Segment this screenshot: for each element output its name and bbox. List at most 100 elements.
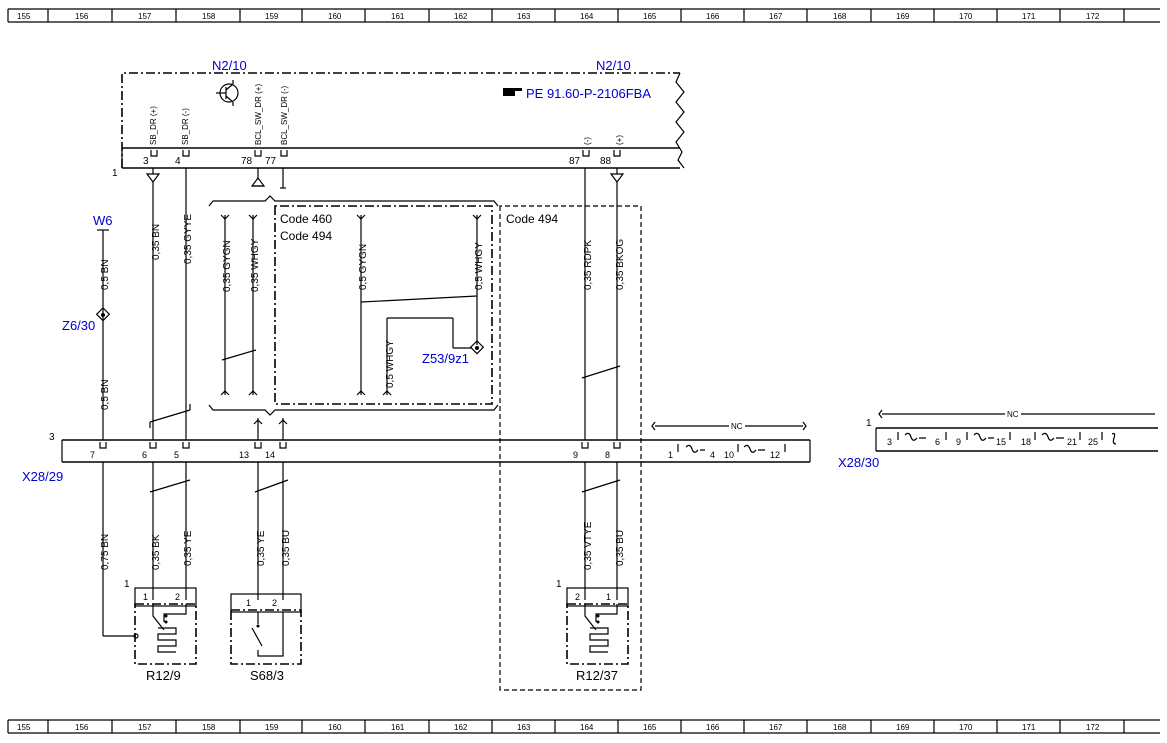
x28-30-pin: 25 [1088, 437, 1098, 447]
ruler-cell: 161 [391, 12, 405, 21]
ruler-cell: 168 [833, 723, 847, 732]
wire-l164: 0,35 VTYE [583, 521, 594, 570]
wire-159a: 0,35 GYGN [222, 240, 233, 292]
x28-30-pin: 3 [887, 437, 892, 447]
r12-9-pin1: 1 [143, 592, 148, 602]
ruler-cell: 169 [896, 723, 910, 732]
ruler-cell: 164 [580, 723, 594, 732]
ruler-bottom: 155 156 157 158 159 160 161 162 163 164 … [7, 719, 1160, 734]
ruler-cell: 161 [391, 723, 405, 732]
ruler-cell: 157 [138, 723, 152, 732]
r12-37-pin-left: 2 [575, 592, 580, 602]
x28-29-nc-pin: 12 [770, 450, 780, 460]
wire-l158: 0,35 YE [183, 530, 194, 566]
ruler-cell: 168 [833, 12, 847, 21]
signal-bcl-neg: BCL_SW_DR (-) [280, 86, 289, 145]
wire-159b: 0,35 WHGY [250, 238, 261, 292]
signal-arrows [145, 168, 625, 189]
code-460-box [274, 205, 493, 405]
x28-29-nc-pin: 10 [724, 450, 734, 460]
ruler-cell: 164 [580, 12, 594, 21]
pin-88: 88 [600, 156, 612, 167]
x28-29-pin: 9 [573, 450, 578, 460]
x28-29-nc-pin: 1 [668, 450, 673, 460]
r12-9-component: 1 1 2 R12/9 [124, 579, 197, 683]
switch-icon [251, 612, 284, 657]
x28-30-pin: 15 [996, 437, 1006, 447]
pin-77: 77 [265, 156, 277, 167]
ruler-cell: 171 [1022, 12, 1036, 21]
ruler-cell: 163 [517, 12, 531, 21]
transistor-icon [216, 80, 239, 106]
n2-10-module: N2/10 N2/10 1 PE 91.60-P-2106FBA SB_DR (… [112, 58, 685, 179]
s68-3-label: S68/3 [250, 668, 284, 683]
ruler-cell: 167 [769, 12, 783, 21]
r12-9-label: R12/9 [146, 668, 181, 683]
x28-30-connector: 1 NC X28/30 3 6 9 15 18 21 25 [838, 409, 1158, 470]
x28-29-pin: 13 [239, 450, 249, 460]
ruler-cell: 158 [202, 12, 216, 21]
ruler-cell: 162 [454, 723, 468, 732]
n2-10-reference: PE 91.60-P-2106FBA [526, 86, 651, 101]
pin-87: 87 [569, 156, 581, 167]
code-494-label-a: Code 494 [280, 229, 332, 243]
signal-88: (+) [615, 135, 624, 145]
ruler-cell: 159 [265, 723, 279, 732]
ruler-cell: 171 [1022, 723, 1036, 732]
code-494-label-b: Code 494 [506, 212, 558, 226]
ruler-cell: 160 [328, 12, 342, 21]
ruler-cell: 166 [706, 12, 720, 21]
s68-3-pin1: 1 [246, 598, 251, 608]
x28-30-row: 1 [866, 418, 872, 429]
pin-78: 78 [241, 156, 253, 167]
ruler-cell: 159 [265, 12, 279, 21]
x28-29-nc-pin: 4 [710, 450, 715, 460]
x28-29-pin: 14 [265, 450, 275, 460]
wire-l165: 0,35 BU [615, 530, 626, 566]
splice-z53-label: Z53/9z1 [422, 351, 469, 366]
x28-29-pin: 7 [90, 450, 95, 460]
wire-161b: 0,5 WHGY [385, 340, 396, 388]
ruler-cell: 158 [202, 723, 216, 732]
ground-w6: W6 0,5 BN Z6/30 0,5 BN [62, 213, 113, 440]
x28-29-pin: 6 [142, 450, 147, 460]
r12-37-label: R12/37 [576, 668, 618, 683]
x28-30-pin: 21 [1067, 437, 1077, 447]
n2-10-label-left: N2/10 [212, 58, 247, 73]
x28-30-pin: 6 [935, 437, 940, 447]
ruler-cell: 162 [454, 12, 468, 21]
r12-37-number: 1 [556, 579, 562, 590]
signal-bcl-pos: BCL_SW_DR (+) [254, 84, 263, 145]
z6-30-label: Z6/30 [62, 318, 95, 333]
signal-87: (-) [583, 137, 592, 145]
wire-l160: 0,35 BU [281, 530, 292, 566]
ruler-cell: 163 [517, 723, 531, 732]
x28-29-row: 3 [49, 432, 55, 443]
ruler-cell: 170 [959, 12, 973, 21]
splice-icon [95, 307, 111, 322]
upper-wires: 0,35 BN 0,35 GYYE 0,35 GYGN 0,35 WHGY Co… [149, 182, 642, 691]
n2-10-row-number: 1 [112, 168, 118, 179]
ruler-cell: 166 [706, 723, 720, 732]
ruler-cell: 156 [75, 12, 89, 21]
wire-162: 0,5 WHGY [474, 242, 485, 290]
r12-9-pin2: 2 [175, 592, 180, 602]
wire-164: 0,35 RDPK [583, 240, 594, 290]
thermal-switch-icon [152, 604, 187, 653]
ruler-cell: 170 [959, 723, 973, 732]
wire-165: 0,35 BKOG [615, 239, 626, 290]
ruler-cell: 155 [17, 723, 31, 732]
wire-157: 0,35 BN [151, 224, 162, 260]
pin-4: 4 [175, 156, 181, 167]
r12-9-number: 1 [124, 579, 130, 590]
x28-29-pin: 5 [174, 450, 179, 460]
x28-29-pin: 8 [605, 450, 610, 460]
x28-30-pin: 9 [956, 437, 961, 447]
wire-161: 0,5 GYGN [358, 244, 369, 290]
ruler-cell: 172 [1086, 723, 1100, 732]
ruler-top: 155 156 157 158 159 160 161 162 163 164 … [7, 8, 1160, 23]
wire-l155: 0,75 BN [100, 534, 111, 570]
ruler-cell: 167 [769, 723, 783, 732]
wire-bn-upper: 0,5 BN [100, 259, 111, 290]
